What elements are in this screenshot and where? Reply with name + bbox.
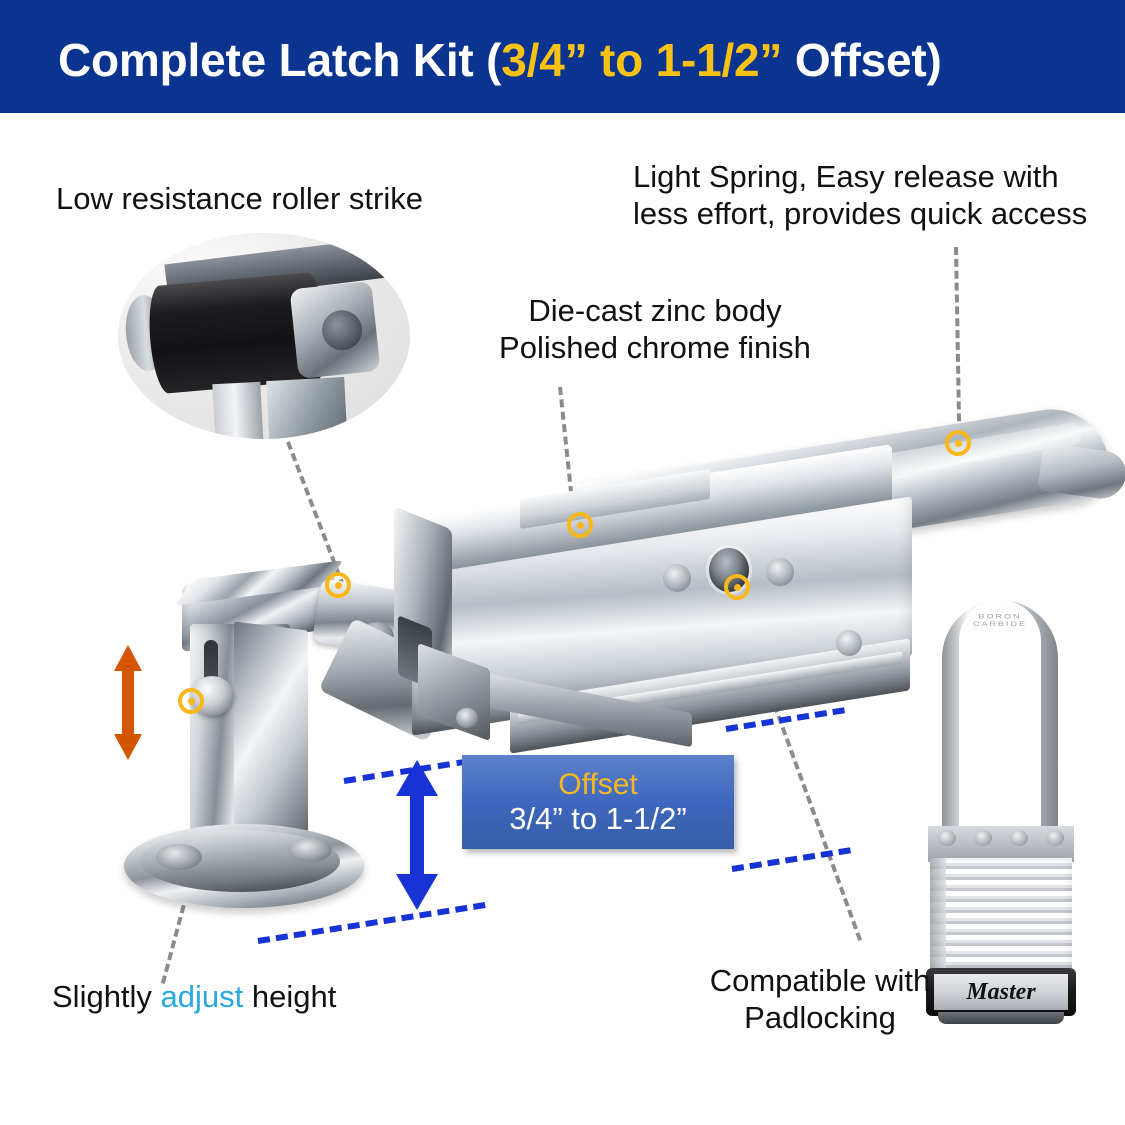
screw-hole-right bbox=[766, 558, 794, 586]
marker-roller-strike[interactable] bbox=[325, 572, 351, 598]
callout-adjust-pre: Slightly bbox=[52, 979, 161, 1014]
padlock-shackle-engraving: BORON CARBIDE bbox=[972, 612, 1027, 628]
title-part-highlight: 3/4” to 1-1/2” bbox=[501, 34, 783, 86]
bottom-rivet bbox=[456, 708, 478, 728]
height-adjust-arrow bbox=[114, 645, 142, 760]
callout-adjust-post: height bbox=[243, 979, 337, 1014]
callout-zinc-body: Die-cast zinc body Polished chrome finis… bbox=[470, 292, 840, 366]
page-title: Complete Latch Kit (3/4” to 1-1/2” Offse… bbox=[58, 33, 1088, 87]
padlock-shackle-inner-gap bbox=[959, 600, 1041, 852]
callout-adjust-height: Slightly adjust height bbox=[52, 978, 472, 1015]
base-mount-hole-left bbox=[156, 844, 202, 870]
callout-zinc-body-line2: Polished chrome finish bbox=[499, 330, 811, 365]
flange-screw-right bbox=[836, 630, 862, 656]
marker-padlock-hole[interactable] bbox=[724, 574, 750, 600]
callout-zinc-body-line1: Die-cast zinc body bbox=[528, 293, 782, 328]
offset-dimension-line-bottom bbox=[257, 902, 486, 944]
title-part-post: Offset) bbox=[782, 34, 942, 86]
master-padlock: BORON CARBIDE Master bbox=[920, 600, 1080, 1024]
callout-light-spring-line1: Light Spring, Easy release with bbox=[633, 159, 1059, 194]
padlock-laminated-body bbox=[930, 858, 1072, 970]
screw-hole-left bbox=[663, 564, 691, 592]
leader-line-light-spring bbox=[954, 246, 962, 446]
roller-strike-inset-photo bbox=[118, 233, 410, 439]
offset-badge-label: Offset bbox=[558, 767, 638, 801]
callout-padlocking-line1: Compatible with bbox=[709, 963, 931, 998]
callout-padlocking-line2: Padlocking bbox=[744, 1000, 896, 1035]
title-part-pre: Complete Latch Kit ( bbox=[58, 34, 502, 86]
padlock-rivets bbox=[928, 828, 1074, 850]
callout-roller-strike: Low resistance roller strike bbox=[56, 181, 423, 216]
marker-adjusting-screw[interactable] bbox=[178, 688, 204, 714]
padlock-brand-plate bbox=[934, 974, 1068, 1010]
callout-light-spring: Light Spring, Easy release with less eff… bbox=[633, 158, 1125, 232]
marker-zinc-body[interactable] bbox=[567, 512, 593, 538]
base-mount-hole-right bbox=[288, 838, 332, 862]
offset-badge-value: 3/4” to 1-1/2” bbox=[509, 800, 687, 836]
offset-dimension-arrow bbox=[396, 760, 438, 910]
offset-badge: Offset 3/4” to 1-1/2” bbox=[462, 755, 734, 849]
marker-light-spring[interactable] bbox=[945, 430, 971, 456]
callout-adjust-highlight: adjust bbox=[160, 979, 244, 1014]
padlock-body-side-shadow bbox=[930, 858, 946, 970]
callout-padlocking: Compatible with Padlocking bbox=[660, 962, 980, 1036]
header-banner: Complete Latch Kit (3/4” to 1-1/2” Offse… bbox=[0, 0, 1125, 113]
padlock-brand-text: Master bbox=[966, 979, 1036, 1005]
callout-light-spring-line2: less effort, provides quick access bbox=[633, 196, 1088, 231]
padlock-bottom-edge bbox=[938, 1012, 1064, 1024]
